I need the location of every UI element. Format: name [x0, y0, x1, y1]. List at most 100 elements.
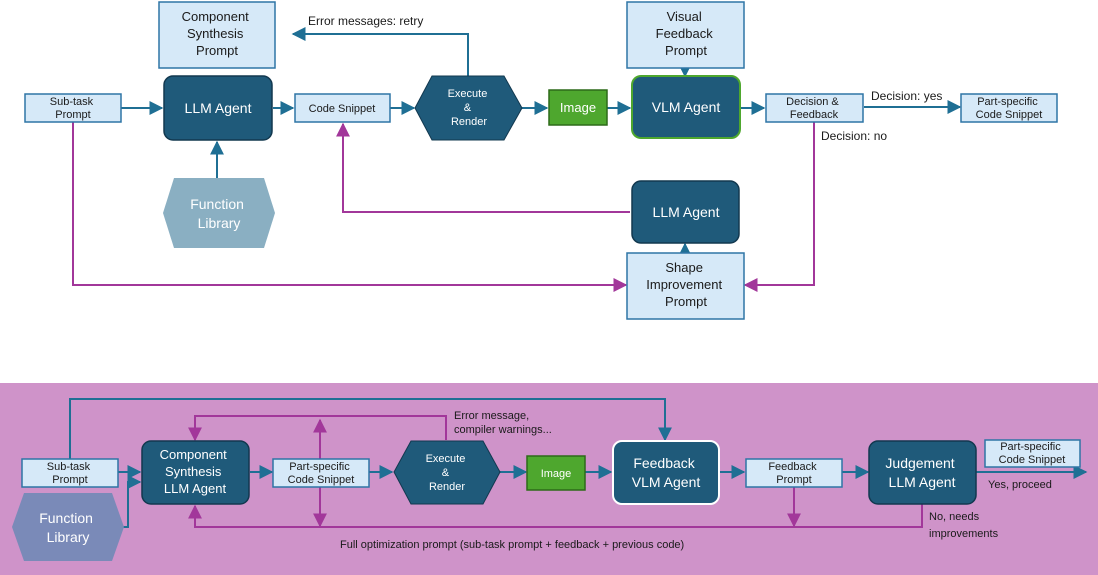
arrow-subtask-to-shape — [72, 122, 628, 292]
arrow-error-message — [188, 415, 447, 442]
svg-text:Function Library: Function Library — [39, 510, 97, 545]
label-line: Part-specific — [977, 96, 1038, 108]
no-needs-label-line: No, needs — [929, 511, 980, 523]
svg-text:Decision & Feedback: Decision & Feedback — [786, 96, 842, 121]
part-specific-code-snippet-node: Part-specific Code Snippet — [960, 93, 1058, 123]
code-snippet-node: Code Snippet — [294, 93, 391, 123]
label-line: Sub-task — [47, 461, 91, 473]
label-line: Prompt — [55, 109, 90, 121]
svg-text:Shape Improvement: Shape Improvement Prompt — [646, 260, 726, 309]
label-line: Sub-task — [50, 96, 94, 108]
svg-text:Image: Image — [560, 100, 596, 115]
label-line: Synthesis — [187, 26, 244, 41]
label-line: Function — [190, 196, 244, 212]
svg-text:Part-specific Code Sni: Part-specific Code Snippet — [976, 96, 1043, 121]
bottom-execute-render-node: Execute & Render — [393, 440, 501, 505]
svg-text:Execute & Rend: Execute & Render — [426, 453, 469, 493]
label-line: Execute — [426, 453, 466, 465]
arrow-decision-no — [743, 122, 815, 292]
bottom-image-node: Image — [526, 455, 586, 491]
label-line: Library — [198, 215, 241, 231]
label-line: Prompt — [196, 43, 238, 58]
label-line: Image — [541, 468, 572, 480]
error-message-label-line: Error message, — [454, 410, 529, 422]
label-line: Synthesis — [165, 464, 222, 479]
full-optimization-label: Full optimization prompt (sub-task promp… — [340, 539, 684, 551]
label-line: LLM Agent — [164, 481, 227, 496]
svg-text:Part-specific Code Sni: Part-specific Code Snippet — [288, 461, 355, 486]
svg-text:Part-specific Code Sni: Part-specific Code Snippet — [999, 441, 1066, 466]
svg-text:Component Synthesis: Component Synthesis Prompt — [182, 9, 253, 58]
svg-text:Feedback Prompt: Feedback Prompt — [768, 461, 819, 486]
error-message-label-line: compiler warnings... — [454, 424, 552, 436]
vlm-agent-node: VLM Agent — [631, 75, 741, 139]
no-needs-label-line: improvements — [929, 528, 999, 540]
label-line: Visual — [667, 9, 702, 24]
svg-text:No, needs improvements: No, needs improvements — [929, 511, 999, 540]
svg-text:Error message, compiler: Error message, compiler warnings... — [454, 410, 552, 436]
label-line: Decision & — [786, 96, 839, 108]
label-line: Shape — [665, 260, 703, 275]
svg-text:LLM Agent: LLM Agent — [185, 100, 252, 116]
label-line: Function — [39, 510, 93, 526]
feedback-vlm-node: Feedback VLM Agent — [612, 440, 720, 505]
top-arrows — [72, 27, 962, 292]
bottom-diagram: Sub-task Prompt Function Library Compone… — [0, 383, 1098, 575]
judgement-llm-node: Judgement LLM Agent — [868, 440, 977, 505]
label-line: Library — [47, 529, 90, 545]
label-line: Feedback — [656, 26, 714, 41]
label-line: Prompt — [665, 43, 707, 58]
visual-feedback-prompt-node: Visual Feedback Prompt — [626, 1, 745, 69]
component-synthesis-prompt-node: Component Synthesis Prompt — [158, 1, 276, 69]
label-line: Component — [182, 9, 250, 24]
svg-text:Judgement LLM Agent: Judgement LLM Agent — [885, 455, 958, 490]
yes-proceed-label: Yes, proceed — [988, 479, 1052, 491]
label-line: VLM Agent — [632, 474, 701, 490]
label-line: Part-specific — [289, 461, 350, 473]
label-line: Code Snippet — [288, 474, 355, 486]
bottom-subtask-prompt-node: Sub-task Prompt — [21, 458, 119, 488]
label-line: Judgement — [885, 455, 954, 471]
svg-text:Function Library: Function Library — [190, 196, 248, 231]
svg-text:Image: Image — [541, 468, 572, 480]
label-line: Image — [560, 100, 596, 115]
arrow-subtask-to-vlm-top — [69, 398, 672, 459]
decision-yes-label: Decision: yes — [871, 89, 942, 103]
arrow-full-optimization — [188, 504, 923, 528]
svg-text:Feedback VLM Agent: Feedback VLM Agent — [632, 455, 701, 490]
bottom-part-specific-code-node: Part-specific Code Snippet — [272, 458, 370, 488]
label-line: Code Snippet — [309, 103, 376, 115]
function-library-node: Function Library — [163, 178, 275, 248]
svg-text:Component Synthesis: Component Synthesis LLM Agent — [160, 447, 231, 496]
label-line: & — [464, 102, 472, 114]
bottom-part-specific-output-node: Part-specific Code Snippet — [984, 439, 1081, 468]
label-line: Render — [451, 116, 487, 128]
label-line: Render — [429, 481, 465, 493]
label-line: VLM Agent — [652, 99, 721, 115]
label-line: Feedback — [768, 461, 817, 473]
shape-improvement-prompt-node: Shape Improvement Prompt — [626, 252, 745, 320]
label-line: Feedback — [790, 109, 839, 121]
label-line: & — [442, 467, 450, 479]
label-line: Prompt — [776, 474, 811, 486]
execute-render-node: Execute & Render — [414, 75, 523, 141]
image-node: Image — [548, 89, 608, 126]
subtask-prompt-node: Sub-task Prompt — [24, 93, 122, 123]
svg-text:LLM Agent: LLM Agent — [653, 204, 720, 220]
label-line: Prompt — [52, 474, 87, 486]
decision-no-label: Decision: no — [821, 129, 887, 143]
svg-text:VLM Agent: VLM Agent — [652, 99, 721, 115]
label-line: LLM Agent — [653, 204, 720, 220]
feedback-prompt-node: Feedback Prompt — [745, 458, 843, 488]
svg-text:Sub-task Prompt: Sub-task Prompt — [47, 461, 93, 486]
label-line: Feedback — [633, 455, 695, 471]
decision-feedback-node: Decision & Feedback — [765, 93, 864, 123]
label-line: Code Snippet — [999, 454, 1066, 466]
llm-agent-2-node: LLM Agent — [631, 180, 740, 244]
svg-text:Visual Feedback: Visual Feedback Prompt — [656, 9, 717, 58]
arrow-llm2-to-code — [336, 122, 630, 213]
label-line: Part-specific — [1000, 441, 1061, 453]
svg-text:Code Snippet: Code Snippet — [309, 103, 376, 115]
bottom-function-library-node: Function Library — [12, 493, 124, 561]
